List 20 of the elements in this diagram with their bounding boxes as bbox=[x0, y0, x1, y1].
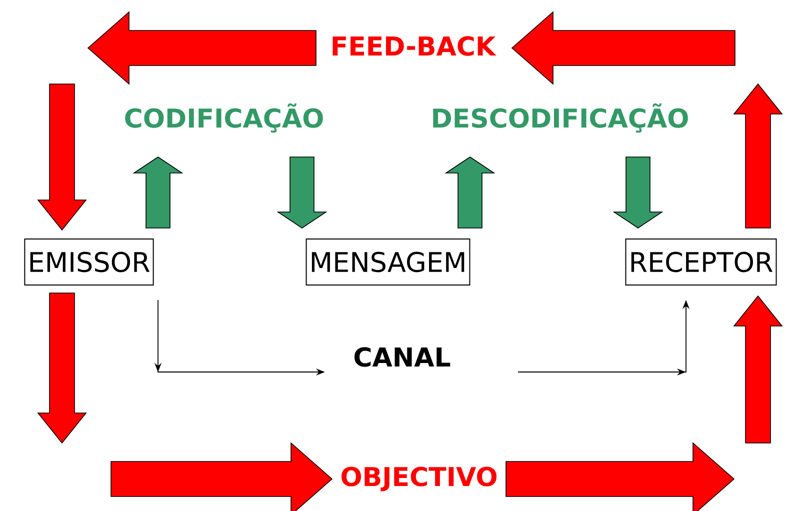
block-arrow bbox=[110, 442, 333, 511]
block-arrow bbox=[612, 156, 664, 228]
block-arrow bbox=[511, 11, 736, 85]
label-box: RECEPTOR bbox=[625, 238, 777, 286]
heading-text: FEED-BACK bbox=[332, 36, 496, 56]
heading-text: DESCODIFICAÇÃO bbox=[433, 103, 688, 133]
block-arrow bbox=[733, 295, 783, 444]
block-arrow bbox=[87, 11, 316, 85]
block-arrow bbox=[132, 156, 184, 228]
heading-text: OBJECTIVO bbox=[342, 466, 496, 492]
block-arrow bbox=[733, 83, 783, 228]
block-arrow bbox=[37, 292, 87, 444]
label-box: MENSAGEM bbox=[306, 238, 470, 286]
block-arrow bbox=[276, 156, 328, 228]
block-arrow bbox=[444, 156, 496, 228]
label-box: EMISSOR bbox=[24, 238, 154, 286]
block-arrow bbox=[37, 84, 87, 231]
heading-text: CANAL bbox=[354, 347, 450, 367]
heading-text: CODIFICAÇÃO bbox=[125, 103, 323, 133]
block-arrow bbox=[506, 442, 735, 511]
